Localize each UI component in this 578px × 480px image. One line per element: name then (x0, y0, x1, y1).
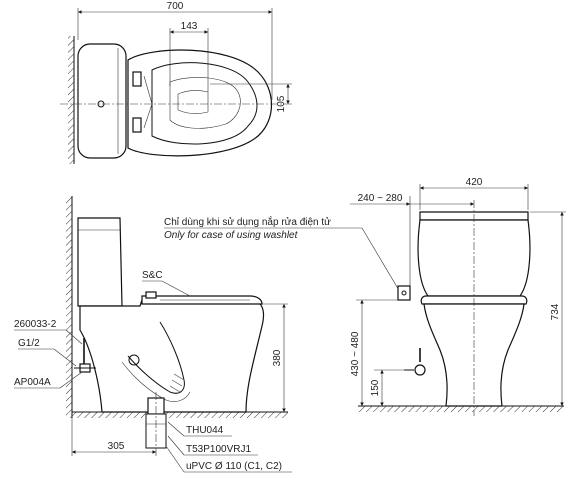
side-trap-outer (121, 361, 191, 402)
top-view: 700 143 105 (60, 1, 292, 164)
top-seat (127, 49, 272, 157)
leader-260033-diag (65, 329, 83, 345)
side-trap (127, 321, 185, 394)
note-en: Only for case of using washlet (164, 230, 299, 241)
dim-105: 105 (276, 95, 287, 112)
front-washlet-valve-dot (401, 290, 407, 296)
top-wall-hatch (68, 36, 74, 164)
side-tank (77, 217, 123, 307)
label-g12: G1/2 (18, 338, 40, 349)
leader-ap004a-diag (59, 371, 83, 389)
top-bowl-inner (177, 90, 209, 114)
note-leader (361, 227, 401, 293)
hinge-lower (132, 117, 142, 133)
side-seat-hinge (145, 291, 157, 299)
washlet-note: Chỉ dùng khi sử dụng nắp rửa điện tử Onl… (164, 215, 401, 293)
side-trap-opening (128, 354, 140, 366)
label-t53p100: T53P100VRJ1 (186, 444, 251, 455)
label-upvc: uPVC Ø 110 (C1, C2) (186, 461, 282, 472)
label-seat: S&C (142, 270, 163, 281)
side-floor-hatch (72, 412, 288, 418)
dim-420: 420 (466, 177, 483, 188)
label-thu044: THU044 (186, 425, 224, 436)
dim-143: 143 (181, 21, 198, 32)
front-view: 420 240 ~ 280 734 430 ~ 480 150 (350, 177, 566, 416)
dim-734: 734 (550, 303, 561, 320)
leader-thu044 (167, 421, 185, 437)
side-view: S&C 260033-2 G1/2 AP004A THU044 T53P100V… (14, 196, 292, 473)
dim-150: 150 (370, 379, 381, 396)
front-angle-valve (414, 364, 426, 376)
hinge-upper (132, 71, 142, 87)
dim-240-280: 240 ~ 280 (358, 193, 403, 204)
label-260033-2: 260033-2 (14, 319, 57, 330)
side-wall-hatch (66, 196, 72, 418)
note-vi: Chỉ dùng khi sử dụng nắp rửa điện tử (164, 215, 331, 228)
front-washlet-valve (397, 285, 411, 301)
hinge-brace-2 (143, 103, 153, 129)
side-bowl (79, 299, 265, 413)
dim-700: 700 (167, 1, 184, 12)
leader-g12-diag (53, 348, 77, 367)
leader-seat-diag (161, 280, 191, 297)
leader-t53p100 (167, 435, 185, 456)
top-seat-inner (151, 62, 258, 145)
side-trap-hatch (169, 373, 185, 393)
dim-380: 380 (272, 349, 283, 366)
dim-430-480: 430 ~ 480 (350, 331, 361, 376)
dim-305: 305 (108, 441, 125, 452)
leader-upvc (165, 445, 185, 473)
label-ap004a: AP004A (14, 377, 51, 388)
hinge-brace-1 (143, 75, 153, 105)
front-floor-hatch (358, 406, 564, 412)
top-bowl (169, 77, 241, 129)
